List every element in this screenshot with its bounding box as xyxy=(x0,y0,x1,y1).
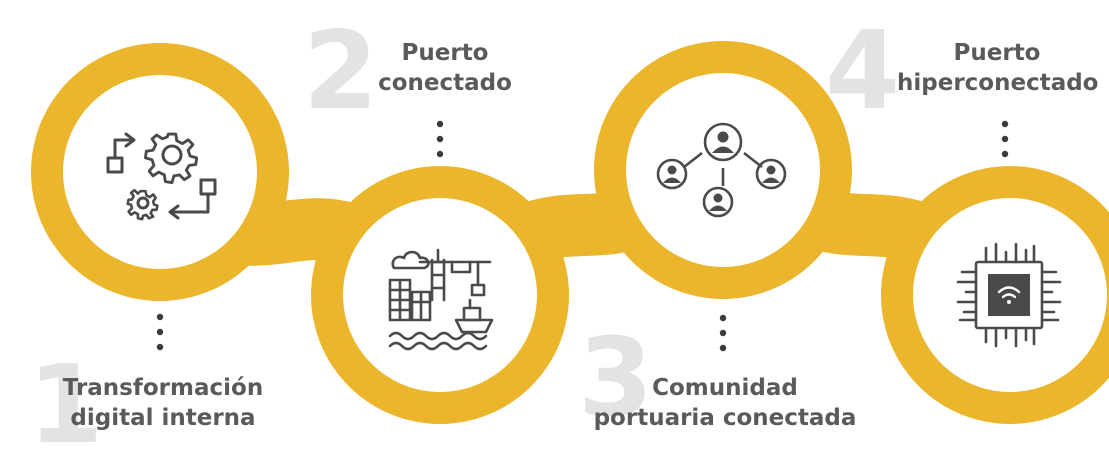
step-4-dotted-connector xyxy=(1001,120,1009,158)
step-4-number: 4 xyxy=(825,9,901,134)
connector-band xyxy=(124,111,1041,339)
step-3-dotted-connector xyxy=(719,314,727,352)
wifi-chip-icon xyxy=(956,242,1062,348)
step-2-dotted-connector xyxy=(436,120,444,158)
step-4-label-line-1: Puerto xyxy=(953,40,1041,66)
port-crane-ship-icon xyxy=(388,248,494,351)
step-3-number: 3 xyxy=(578,316,654,441)
gears-process-icon xyxy=(106,132,217,221)
step-1-label-line-2: digital interna xyxy=(70,405,256,431)
step-1-label: Transformación digital interna xyxy=(48,373,278,433)
step-3-label: Comunidad portuaria conectada xyxy=(575,373,875,433)
step-2-label: Puerto conectado xyxy=(360,38,530,98)
step-2-number: 2 xyxy=(303,9,379,134)
step-1-dotted-connector xyxy=(156,313,164,351)
step-2-label-line-2: conectado xyxy=(378,70,512,96)
step-1-label-line-1: Transformación xyxy=(62,375,264,401)
step-3-label-line-1: Comunidad xyxy=(652,375,798,401)
people-network-icon xyxy=(656,122,787,218)
diagram-canvas xyxy=(31,41,1109,424)
step-2-label-line-1: Puerto xyxy=(401,40,489,66)
step-3-label-line-2: portuaria conectada xyxy=(593,405,857,431)
step-4-label: Puerto hiperconectado xyxy=(885,38,1109,98)
port-digitalization-diagram: 1 Transformación digital interna 2 Puert… xyxy=(28,9,1109,460)
step-4-label-line-2: hiperconectado xyxy=(897,70,1099,96)
